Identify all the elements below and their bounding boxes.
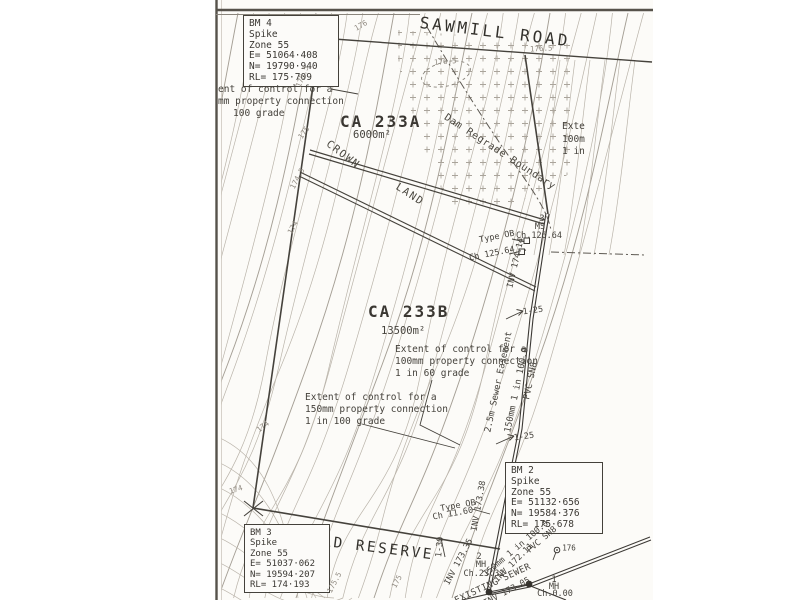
dam-regrade-boundary-line [426, 26, 552, 231]
bm2-box: BM 2 Spike Zone 55 E= 51132·656 N= 19584… [505, 462, 603, 534]
bm2-id: BM 2 [511, 465, 534, 476]
sewer-tick-bottom-label: 1-30 [434, 536, 446, 558]
bm2-northing: N= 19584·376 [511, 508, 580, 520]
mh2-type: MH [475, 560, 487, 570]
mh2-ch: Ch.23.32 [463, 569, 505, 579]
bm4-rl: RL= 175·709 [249, 71, 312, 83]
lot-ca233b-label: CA 233B [368, 302, 450, 321]
bm3-id: BM 3 [250, 528, 272, 538]
bm4-northing: N= 19790·940 [249, 61, 318, 73]
mh2-num: 2 [476, 552, 482, 562]
bm3-mark: Spike [250, 538, 278, 549]
contour-label: 176.5 [529, 43, 553, 54]
note-150mm-connection: Extent of control for a 150mm property c… [305, 392, 448, 427]
mh1-type: MH [548, 582, 560, 592]
extent-line [298, 171, 537, 292]
bm2-mark: Spike [511, 475, 540, 487]
bm4-id: BM 4 [249, 18, 272, 29]
flag-level-label: 176 [562, 543, 576, 553]
lot-ca233a-label: CA 233A [340, 112, 422, 131]
bm2-zone: Zone 55 [511, 486, 552, 498]
bm2-rl: RL= 175·678 [511, 518, 574, 530]
note-left-clipped: ent of control for a mm property connect… [218, 84, 344, 119]
bm4-mark: Spike [249, 28, 278, 40]
bm3-box: BM 3 Spike Zone 55 E= 51037·062 N= 19594… [244, 524, 330, 594]
bm2-easting: E= 51132·656 [511, 497, 580, 509]
lot-ca233b-area: 13500m² [381, 325, 426, 337]
survey-flag-symbol [553, 546, 561, 554]
crown-land-line [308, 149, 546, 225]
note-right-clipped: Exte 100m 1 in [562, 121, 585, 157]
road-frontage-line [319, 37, 653, 63]
mh1-symbol [525, 580, 533, 588]
leader-lines [330, 88, 557, 561]
mh1-num: 1 [551, 575, 557, 585]
mh2-symbol [485, 588, 493, 596]
lot-ca233a-area: 6000m² [353, 129, 391, 141]
ms3-ch: Ch.126.64 [515, 231, 563, 241]
bm3-easting: E= 51037·062 [250, 559, 316, 570]
bm3-zone: Zone 55 [250, 548, 288, 559]
mh1-ch: Ch.0.00 [537, 589, 573, 599]
bm3-rl: RL= 174·193 [250, 580, 310, 591]
ms3-type: MS [534, 222, 546, 232]
ms3-symbol [523, 237, 530, 244]
bm4-easting: E= 51064·408 [249, 50, 318, 62]
survey-flag-dot [556, 549, 558, 551]
bm4-zone: Zone 55 [249, 39, 290, 51]
bm4-box: BM 4 Spike Zone 55 E= 51064·408 N= 19790… [243, 15, 339, 87]
note-100mm-connection: Extent of control for a 100mm property c… [395, 344, 538, 379]
ms3-num: 3 [539, 214, 545, 224]
bm3-northing: N= 19594·207 [250, 569, 316, 580]
lot-boundary [252, 36, 549, 550]
ms3-symbol-2 [518, 248, 525, 255]
